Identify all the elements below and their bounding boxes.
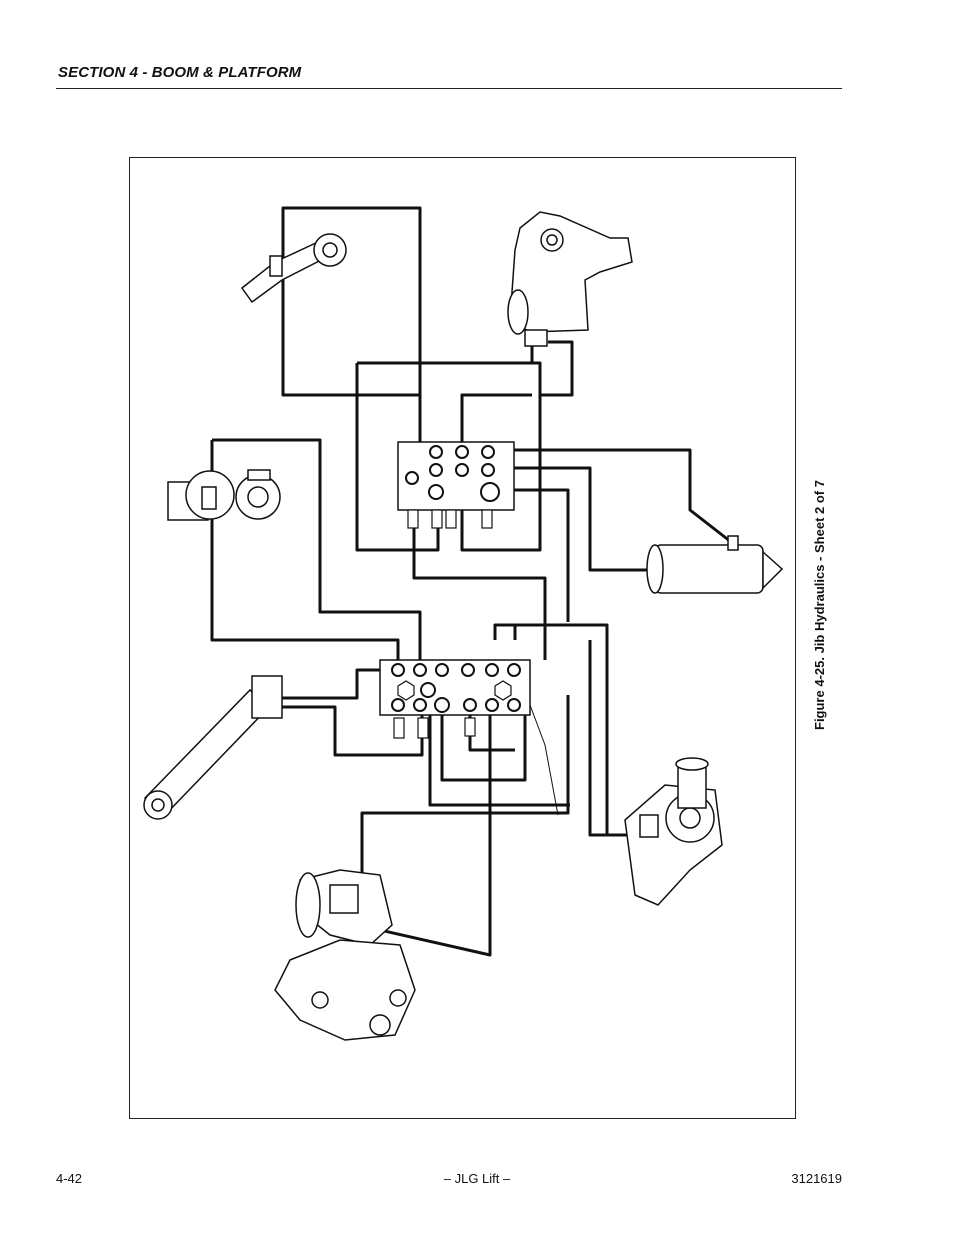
hose-line bbox=[468, 715, 515, 752]
bottom-manifold-block bbox=[379, 659, 531, 739]
fitting-port bbox=[481, 445, 495, 459]
fitting-port bbox=[405, 471, 419, 485]
valve-cartridge bbox=[464, 717, 476, 737]
hose-line bbox=[350, 695, 570, 892]
figure-frame bbox=[129, 157, 796, 1119]
top-manifold-block bbox=[397, 441, 515, 529]
fitting-port bbox=[485, 663, 499, 677]
fitting-port bbox=[480, 482, 500, 502]
valve-cartridge bbox=[445, 509, 457, 529]
hose-line bbox=[210, 440, 400, 668]
valve-cartridge bbox=[417, 717, 429, 739]
hex-plug bbox=[397, 680, 415, 701]
hose-line bbox=[212, 438, 422, 668]
footer-publisher: – JLG Lift – bbox=[443, 1171, 511, 1186]
document-number: 3121619 bbox=[791, 1171, 842, 1186]
accumulator-cylinder bbox=[646, 535, 784, 594]
left-rotator bbox=[167, 469, 281, 521]
fitting-port bbox=[463, 698, 477, 712]
hose-line bbox=[440, 680, 527, 782]
hose-line bbox=[282, 705, 424, 757]
page-number: 4-42 bbox=[56, 1171, 83, 1186]
fitting-port bbox=[429, 445, 443, 459]
fitting-port bbox=[420, 682, 436, 698]
hose-line bbox=[588, 640, 640, 837]
fitting-port bbox=[507, 698, 521, 712]
fitting-port bbox=[428, 484, 444, 500]
valve-cartridge bbox=[393, 717, 405, 739]
hex-plug bbox=[494, 680, 512, 701]
hose-line bbox=[412, 520, 547, 660]
fitting-port bbox=[391, 698, 405, 712]
hose-line bbox=[488, 448, 736, 547]
hose-line bbox=[493, 623, 609, 835]
fitting-port bbox=[485, 698, 499, 712]
fitting-port bbox=[507, 663, 521, 677]
valve-cartridge bbox=[431, 509, 443, 529]
left-arm-cylinder bbox=[143, 675, 283, 820]
header-rule bbox=[56, 88, 842, 89]
fitting-port bbox=[481, 463, 495, 477]
fitting-port bbox=[413, 663, 427, 677]
hose-line bbox=[488, 466, 652, 572]
leader-line bbox=[529, 704, 559, 816]
fitting-port bbox=[391, 663, 405, 677]
section-header: SECTION 4 - BOOM & PLATFORM bbox=[58, 64, 302, 81]
hose-line bbox=[281, 206, 422, 397]
figure-caption: Figure 4-25. Jib Hydraulics - Sheet 2 of… bbox=[812, 480, 827, 730]
platform-rotator bbox=[274, 869, 416, 1041]
hose-line bbox=[428, 700, 570, 807]
hose-line bbox=[540, 340, 574, 397]
valve-cartridge bbox=[481, 509, 493, 529]
hose-line bbox=[282, 668, 398, 700]
jib-rotator-top bbox=[507, 211, 633, 347]
fitting-port bbox=[461, 663, 475, 677]
fitting-port bbox=[455, 445, 469, 459]
hose-line bbox=[357, 361, 542, 552]
fitting-port bbox=[435, 663, 449, 677]
valve-cartridge bbox=[407, 509, 419, 529]
fitting-port bbox=[434, 697, 450, 713]
upper-left-cylinder bbox=[240, 233, 347, 304]
right-cylinder bbox=[624, 757, 723, 906]
fitting-port bbox=[413, 698, 427, 712]
fitting-port bbox=[455, 463, 469, 477]
fitting-port bbox=[429, 463, 443, 477]
